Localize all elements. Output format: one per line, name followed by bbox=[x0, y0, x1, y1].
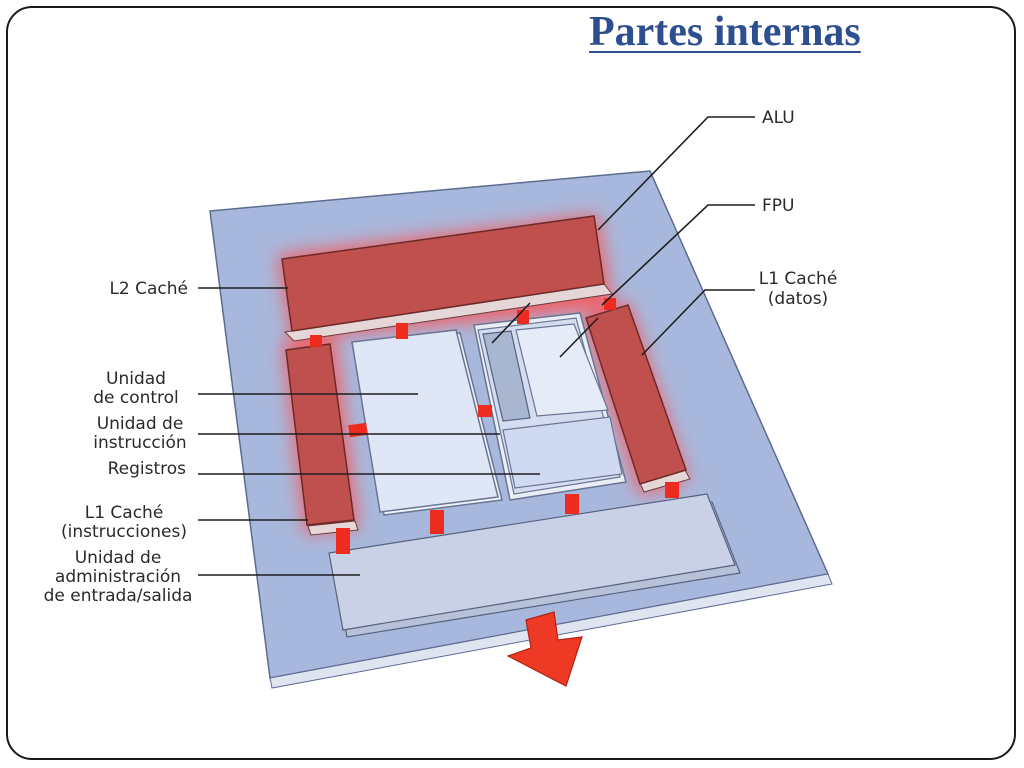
label-l1-data-line2: (datos) bbox=[768, 289, 828, 309]
l2-cache-block bbox=[281, 215, 613, 342]
alu-block bbox=[515, 323, 609, 417]
label-l1-data-line1: L1 Caché bbox=[759, 269, 838, 289]
label-io-unit-line2: administración bbox=[55, 567, 181, 587]
label-instruction-unit-line1: Unidad de bbox=[97, 414, 184, 434]
label-alu: ALU bbox=[762, 108, 795, 128]
label-registers: Registros bbox=[108, 459, 187, 479]
execution-panel bbox=[473, 312, 627, 501]
label-l1-instructions-line1: L1 Caché bbox=[85, 503, 164, 523]
label-instruction-unit-line2: instrucción bbox=[93, 433, 186, 453]
label-l1-instructions-line2: (instrucciones) bbox=[61, 522, 187, 542]
label-io-unit-line3: de entrada/salida bbox=[44, 586, 193, 606]
label-control-unit-line1: Unidad bbox=[106, 369, 166, 389]
slide-title: Partes internas bbox=[589, 9, 861, 55]
label-io-unit-line1: Unidad de bbox=[75, 548, 162, 568]
labels: ALU FPU L1 Caché (datos) L2 Caché Unidad… bbox=[44, 108, 838, 606]
label-control-unit-line2: de control bbox=[93, 388, 179, 408]
registers-block bbox=[502, 416, 623, 489]
io-plate bbox=[328, 493, 741, 638]
label-l2-cache: L2 Caché bbox=[109, 279, 188, 299]
label-fpu: FPU bbox=[762, 196, 794, 216]
output-arrow-icon bbox=[506, 611, 583, 687]
control-unit-panel bbox=[351, 329, 503, 516]
leader-lines bbox=[198, 116, 755, 576]
